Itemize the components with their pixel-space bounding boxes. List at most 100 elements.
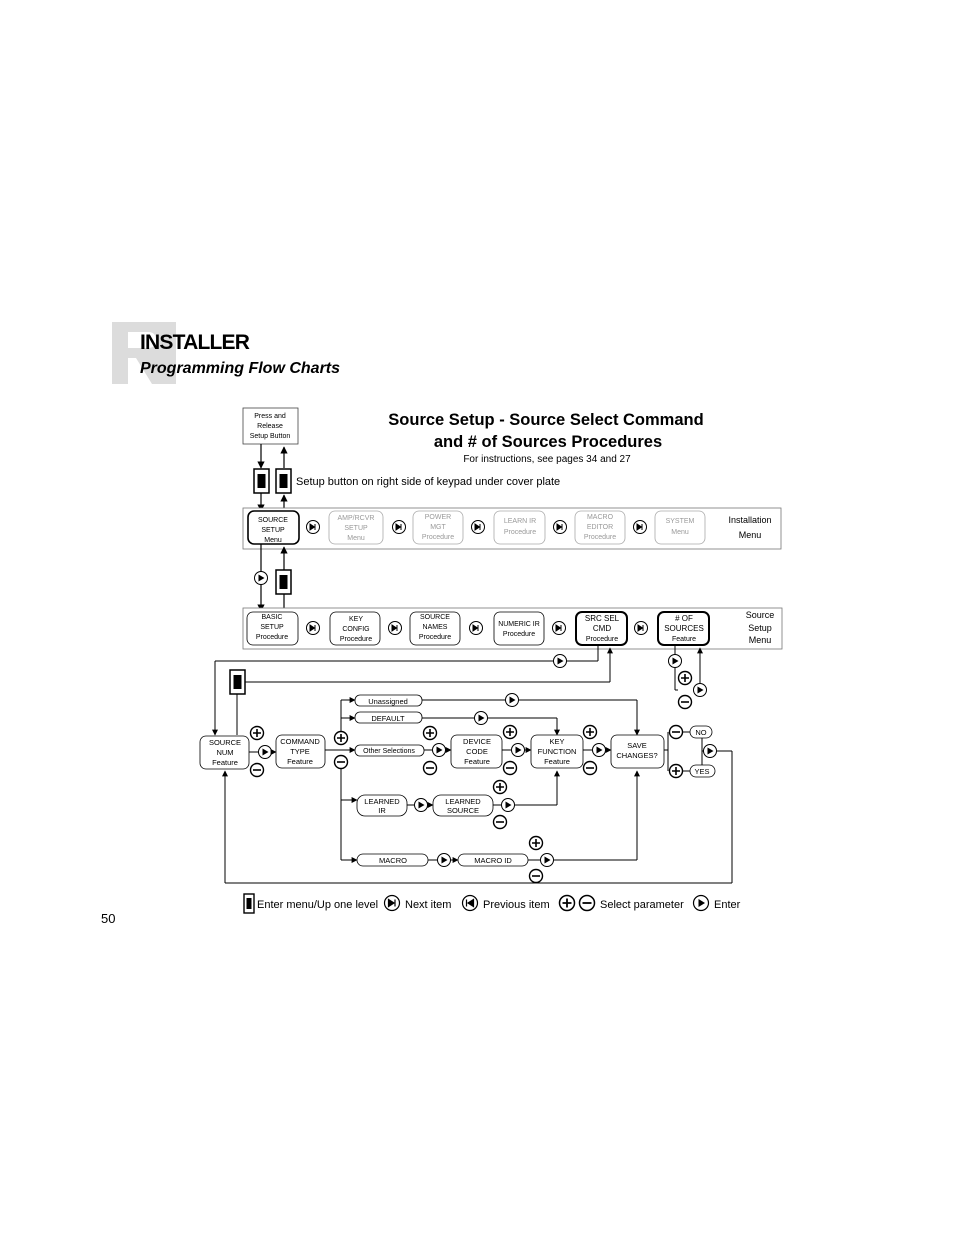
- svg-text:YES: YES: [694, 767, 709, 776]
- minus-icon: [333, 754, 349, 770]
- feature-learned-ir: LEARNED IR: [356, 794, 408, 817]
- svg-text:Feature: Feature: [287, 757, 313, 766]
- next-item-icon: [552, 621, 566, 635]
- next-item-icon: [306, 520, 320, 534]
- next-item-icon: [633, 520, 647, 534]
- svg-text:MACRO ID: MACRO ID: [474, 856, 512, 865]
- svg-text:POWER: POWER: [425, 514, 451, 521]
- legend-enter-menu: Enter menu/Up one level: [257, 899, 378, 911]
- menu-item-power-mgt: POWER MGT Procedure: [412, 510, 464, 545]
- enter-icon: [505, 693, 519, 707]
- svg-text:SOURCE: SOURCE: [209, 738, 241, 747]
- plus-icon: [249, 725, 265, 741]
- minus-icon: [492, 814, 508, 830]
- brand-logo-mark: [112, 322, 176, 384]
- source-setup-label-3: Menu: [749, 635, 772, 645]
- svg-text:Procedure: Procedure: [586, 636, 618, 643]
- next-item-icon: [392, 520, 406, 534]
- svg-text:KEY: KEY: [349, 616, 363, 623]
- svg-text:TYPE: TYPE: [290, 747, 310, 756]
- setup-button-icon: [229, 669, 246, 695]
- svg-text:NUM: NUM: [216, 748, 233, 757]
- legend: Enter menu/Up one level Next item Previo…: [243, 893, 741, 914]
- option-other-selections: Other Selections: [354, 744, 425, 757]
- menu-item-system: SYSTEM Menu: [654, 510, 706, 545]
- setup-button-icon: [243, 893, 255, 914]
- enter-icon: [592, 743, 606, 757]
- enter-icon: [703, 744, 717, 758]
- next-item-icon: [306, 621, 320, 635]
- setup-button-icon: [275, 468, 292, 494]
- press-release-box: Press and Release Setup Button: [242, 407, 299, 445]
- section-subtitle: Programming Flow Charts: [140, 360, 341, 377]
- option-unassigned: Unassigned: [354, 694, 423, 707]
- menu-item-key-config: KEY CONFIG Procedure: [329, 611, 381, 646]
- svg-text:SETUP: SETUP: [261, 527, 285, 534]
- enter-icon: [540, 853, 554, 867]
- svg-text:SAVE: SAVE: [627, 741, 646, 750]
- legend-next-item: Next item: [405, 899, 451, 911]
- menu-item-source-names: SOURCE NAMES Procedure: [409, 611, 461, 646]
- option-default: DEFAULT: [354, 711, 423, 724]
- svg-text:Procedure: Procedure: [340, 636, 372, 643]
- legend-enter: Enter: [714, 899, 741, 911]
- chart-title-line1: Source Setup - Source Select Command: [388, 411, 703, 429]
- svg-text:Procedure: Procedure: [584, 534, 616, 541]
- svg-text:Feature: Feature: [544, 757, 570, 766]
- plus-icon: [677, 670, 693, 686]
- option-yes: YES: [689, 764, 716, 778]
- svg-text:SOURCE: SOURCE: [447, 806, 479, 815]
- next-item-icon: [383, 894, 401, 912]
- enter-icon: [511, 743, 525, 757]
- section-title: INSTALLER: [140, 331, 250, 354]
- svg-text:SETUP: SETUP: [260, 624, 284, 631]
- svg-text:CMD: CMD: [593, 624, 611, 633]
- svg-text:MACRO: MACRO: [379, 856, 407, 865]
- installation-menu-label-1: Installation: [728, 515, 771, 525]
- minus-icon: [528, 868, 544, 884]
- feature-learned-source: LEARNED SOURCE: [432, 794, 494, 817]
- press-release-line2: Release: [257, 423, 283, 430]
- svg-text:LEARNED: LEARNED: [364, 797, 400, 806]
- source-setup-label-1: Source: [746, 610, 775, 620]
- svg-text:SYSTEM: SYSTEM: [666, 518, 695, 525]
- plus-icon: [492, 779, 508, 795]
- svg-text:LEARN IR: LEARN IR: [504, 518, 536, 525]
- installation-menu-label-2: Menu: [739, 530, 762, 540]
- previous-item-icon: [461, 894, 479, 912]
- plus-icon: [582, 724, 598, 740]
- svg-text:NO: NO: [695, 728, 706, 737]
- feature-key-function: KEY FUNCTION Feature: [530, 734, 584, 769]
- next-item-icon: [388, 621, 402, 635]
- svg-text:LEARNED: LEARNED: [445, 797, 481, 806]
- page-number: 50: [101, 911, 116, 926]
- minus-icon: [249, 762, 265, 778]
- enter-icon: [474, 711, 488, 725]
- svg-text:EDITOR: EDITOR: [587, 524, 613, 531]
- setup-note: Setup button on right side of keypad und…: [296, 476, 560, 488]
- plus-icon: [333, 730, 349, 746]
- enter-icon: [254, 571, 268, 585]
- enter-icon: [414, 798, 428, 812]
- next-item-icon: [553, 520, 567, 534]
- svg-text:MGT: MGT: [430, 524, 446, 531]
- menu-item-macro-editor: MACRO EDITOR Procedure: [574, 510, 626, 545]
- svg-text:NUMERIC IR: NUMERIC IR: [498, 621, 540, 628]
- menu-item-src-sel-cmd: SRC SEL CMD Procedure: [575, 611, 628, 646]
- svg-text:BASIC: BASIC: [261, 614, 282, 621]
- svg-text:Procedure: Procedure: [422, 534, 454, 541]
- svg-text:CONFIG: CONFIG: [342, 626, 369, 633]
- plus-icon: [558, 894, 576, 912]
- svg-text:# OF: # OF: [675, 614, 693, 623]
- svg-text:MACRO: MACRO: [587, 514, 614, 521]
- next-item-icon: [634, 621, 648, 635]
- svg-text:CODE: CODE: [466, 747, 488, 756]
- svg-text:SETUP: SETUP: [344, 525, 368, 532]
- svg-text:Feature: Feature: [672, 636, 696, 643]
- legend-previous-item: Previous item: [483, 899, 550, 911]
- svg-text:Unassigned: Unassigned: [368, 697, 408, 706]
- svg-text:Procedure: Procedure: [503, 631, 535, 638]
- press-release-line3: Setup Button: [250, 433, 291, 440]
- svg-text:AMP/RCVR: AMP/RCVR: [338, 515, 375, 522]
- next-item-icon: [469, 621, 483, 635]
